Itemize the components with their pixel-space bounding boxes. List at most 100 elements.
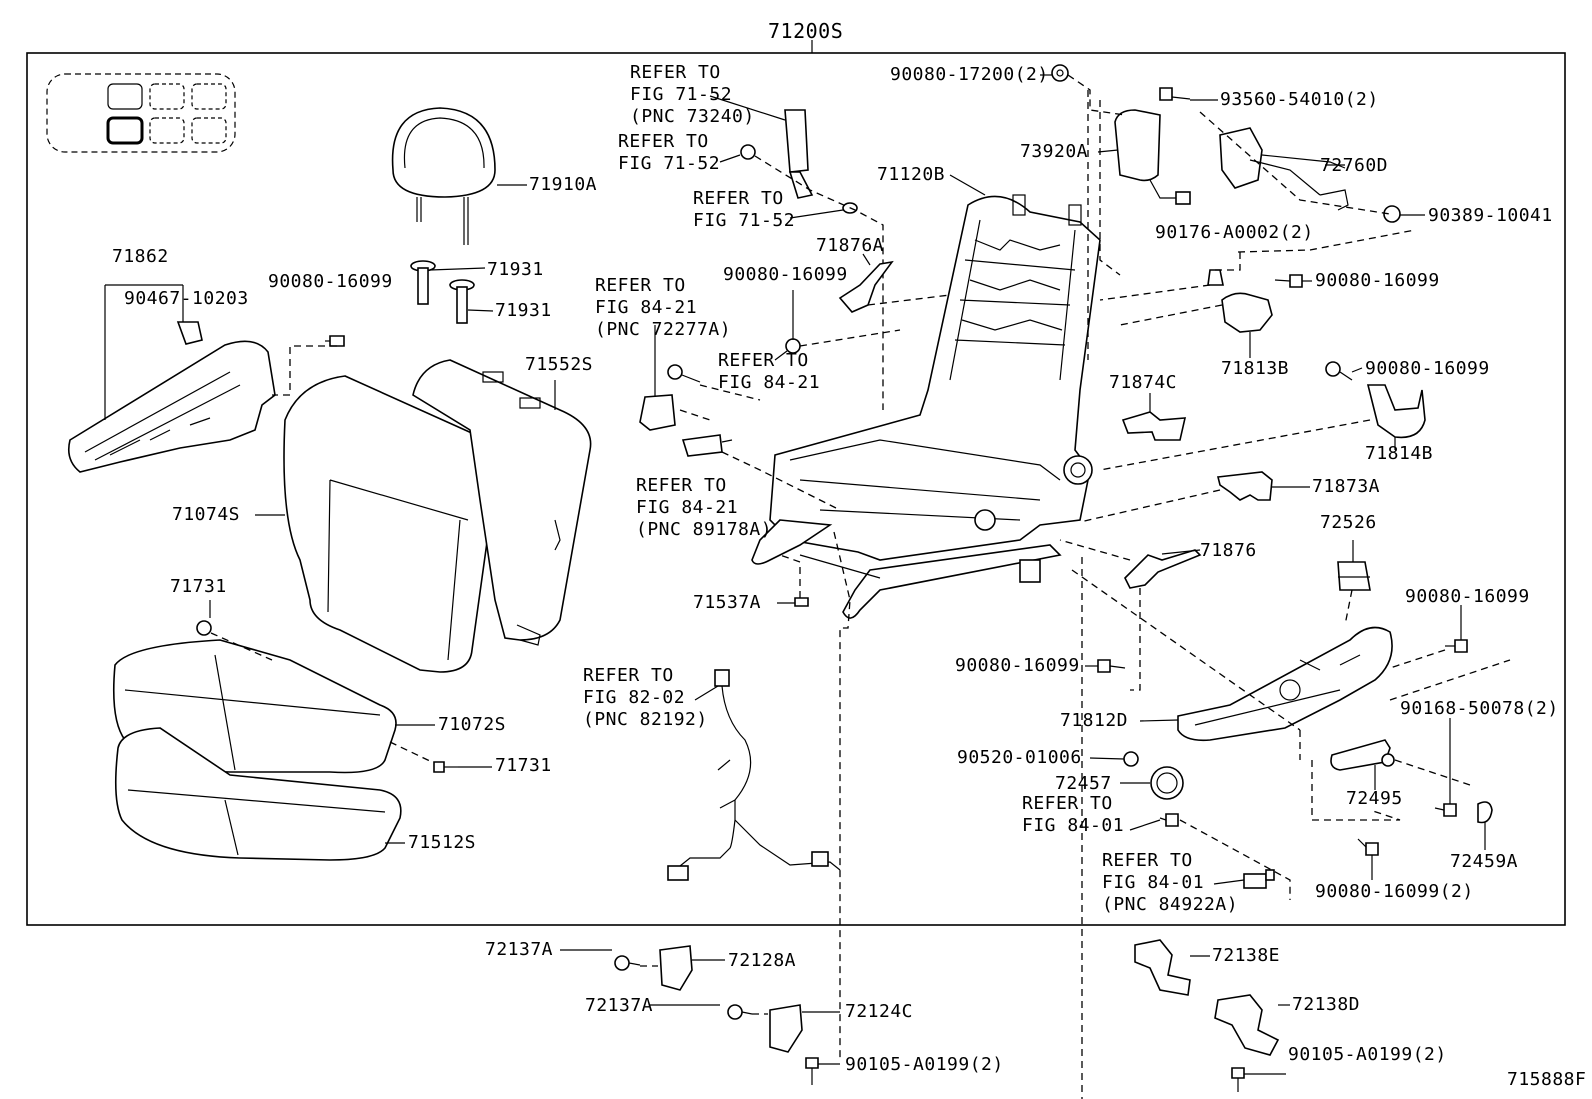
part-label[interactable]: 72124C	[845, 1001, 914, 1022]
part-label[interactable]: 72459A	[1450, 851, 1519, 872]
part-label[interactable]: 90080-16099	[1315, 270, 1440, 291]
part-label[interactable]: 93560-54010(2)	[1220, 89, 1379, 110]
washer-drawing	[1123, 751, 1139, 767]
tag-drawing	[794, 597, 809, 607]
nut-drawing	[1051, 64, 1069, 82]
part-label[interactable]: 72457	[1055, 773, 1112, 794]
bracket-drawing	[1221, 292, 1273, 333]
part-label[interactable]: 90080-16099	[955, 655, 1080, 676]
seatback-board-drawing	[412, 359, 592, 646]
bolt-drawing	[325, 335, 345, 347]
nut-drawing	[1383, 205, 1401, 223]
part-label[interactable]: 90176-A0002(2)	[1155, 222, 1314, 243]
lever-drawing	[1124, 549, 1202, 589]
screw-drawing	[1434, 803, 1457, 817]
part-label[interactable]: 71910A	[529, 174, 598, 195]
part-label[interactable]: 72138E	[1212, 945, 1281, 966]
part-label[interactable]: 71876A	[816, 235, 885, 256]
screw-drawing	[667, 364, 701, 383]
part-label[interactable]: 71931	[487, 259, 544, 280]
assembly-frame	[26, 52, 1566, 926]
screw-drawing	[1357, 838, 1379, 856]
part-label[interactable]: 71874C	[1109, 372, 1178, 393]
lumbar-support-drawing	[1219, 127, 1349, 211]
bracket-drawing	[1366, 384, 1426, 439]
headrest-drawing	[391, 107, 496, 245]
clip-drawing	[1207, 269, 1224, 286]
part-label[interactable]: 72137A	[585, 995, 654, 1016]
part-label[interactable]: 71731	[495, 755, 552, 776]
part-label[interactable]: 90080-16099	[723, 264, 848, 285]
seat-side-cover-drawing	[67, 321, 276, 473]
part-label[interactable]: 71512S	[408, 832, 477, 853]
part-label[interactable]: 71537A	[693, 592, 762, 613]
knob-drawing	[1337, 561, 1371, 591]
leader-lines	[209, 74, 1486, 1075]
part-label[interactable]: 90168-50078(2)	[1400, 698, 1559, 719]
part-label[interactable]: 71120B	[877, 164, 946, 185]
seat-side-shield-drawing	[1177, 626, 1393, 742]
lever-cover-drawing	[838, 260, 894, 313]
figure-code: 715888F	[1507, 1069, 1587, 1090]
part-label[interactable]: 71552S	[525, 354, 594, 375]
part-label[interactable]: 71873A	[1312, 476, 1381, 497]
part-label[interactable]: 72137A	[485, 939, 554, 960]
part-label[interactable]: 71812D	[1060, 710, 1129, 731]
part-label[interactable]: 73920A	[1020, 141, 1089, 162]
part-label[interactable]: 90080-16099	[268, 271, 393, 292]
screw-drawing	[1159, 87, 1191, 101]
screw-drawing	[1445, 639, 1468, 653]
cover-drawing	[1121, 411, 1187, 441]
part-label[interactable]: 90520-01006	[957, 747, 1082, 768]
assembly-label: 71200S	[768, 19, 844, 43]
connector-drawing	[639, 394, 733, 457]
lever-drawing	[1330, 739, 1395, 771]
screw-drawing	[196, 620, 458, 773]
part-label[interactable]: 90080-16099(2)	[1315, 881, 1474, 902]
part-label[interactable]: 72760D	[1320, 155, 1389, 176]
wire-harness-drawing	[667, 669, 841, 881]
headrest-guide-drawing	[410, 260, 475, 324]
part-label[interactable]: 90080-16099	[1365, 358, 1490, 379]
screw-drawing	[1159, 813, 1179, 827]
part-label[interactable]: 72138D	[1292, 994, 1361, 1015]
part-label[interactable]: 71074S	[172, 504, 241, 525]
part-label[interactable]: 71731	[170, 576, 227, 597]
seat-cushion-cover-drawing	[112, 639, 397, 774]
part-label[interactable]: 90080-17200(2)	[890, 64, 1049, 85]
screw-drawing	[1097, 659, 1126, 673]
part-label[interactable]: 90080-16099	[1405, 586, 1530, 607]
part-label[interactable]: 71072S	[438, 714, 507, 735]
part-label[interactable]: 90105-A0199(2)	[845, 1054, 1004, 1075]
seat-belt-buckle-drawing	[740, 109, 858, 214]
part-label[interactable]: 72526	[1320, 512, 1377, 533]
clip-drawing	[614, 945, 819, 1085]
part-label[interactable]: 71876	[1200, 540, 1257, 561]
part-label[interactable]: 90389-10041	[1428, 205, 1553, 226]
knob-drawing	[1150, 766, 1184, 800]
part-label[interactable]: 72495	[1346, 788, 1403, 809]
part-label[interactable]: 71931	[495, 300, 552, 321]
seat-location-icon	[46, 73, 236, 153]
part-label[interactable]: 71813B	[1221, 358, 1290, 379]
seatback-cover-drawing	[283, 375, 498, 673]
part-label[interactable]: 71862	[112, 246, 169, 267]
part-label[interactable]: 72128A	[728, 950, 797, 971]
seat-rail-drawing	[751, 519, 1062, 619]
part-label[interactable]: 71814B	[1365, 443, 1434, 464]
cover-drawing	[1217, 471, 1273, 501]
part-label[interactable]: 90467-10203	[124, 288, 249, 309]
bracket-drawing	[1134, 939, 1280, 1092]
seat-cushion-pad-drawing	[114, 727, 402, 861]
part-label[interactable]: 90105-A0199(2)	[1288, 1044, 1447, 1065]
